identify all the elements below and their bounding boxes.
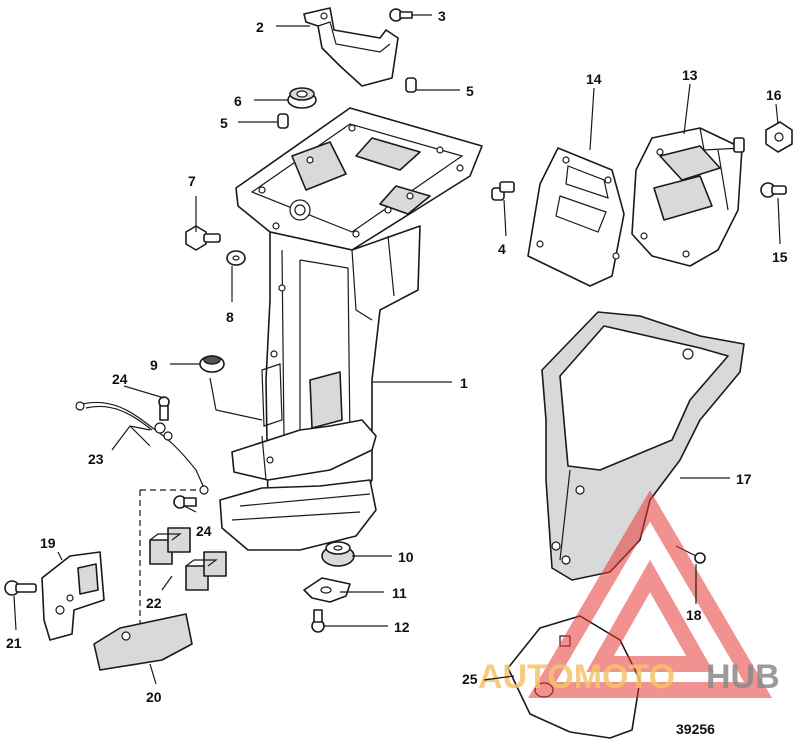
watermark-triangle-inner bbox=[586, 559, 714, 672]
part-14-gasket bbox=[527, 147, 625, 287]
callout-22: 22 bbox=[146, 595, 162, 611]
part-2-bracket bbox=[303, 7, 399, 87]
part-17-lower-cowl bbox=[541, 311, 745, 581]
part-12-screw bbox=[311, 609, 325, 633]
watermark-text-hub: HUB bbox=[706, 658, 780, 696]
callout-1: 1 bbox=[460, 375, 468, 391]
part-3-screw bbox=[389, 8, 413, 22]
callout-12: 12 bbox=[394, 619, 410, 635]
callout-15: 15 bbox=[772, 249, 788, 265]
part-15-bolt bbox=[760, 182, 787, 198]
part-20-trim-tab bbox=[93, 613, 193, 671]
callout-19: 19 bbox=[40, 535, 56, 551]
callout-20: 20 bbox=[146, 689, 162, 705]
part-13-exhaust-plate bbox=[631, 127, 745, 267]
diagram-id-label: 39256 bbox=[676, 721, 715, 737]
part-23-ground-wire bbox=[75, 401, 209, 495]
callouts: 2 3 6 5 5 7 8 9 1 24 23 24 4 14 13 16 15… bbox=[6, 8, 788, 705]
callout-16: 16 bbox=[766, 87, 782, 103]
callout-10: 10 bbox=[398, 549, 414, 565]
callout-21: 21 bbox=[6, 635, 22, 651]
callout-2: 2 bbox=[256, 19, 264, 35]
leader-lines bbox=[13, 14, 781, 685]
part-16-nut bbox=[765, 121, 793, 153]
part-8-washer bbox=[226, 250, 246, 266]
part-1-driveshaft-housing bbox=[219, 107, 483, 551]
part-19-bracket bbox=[41, 551, 105, 641]
part-7-bolt bbox=[185, 225, 221, 251]
part-24-screw-a bbox=[158, 396, 170, 421]
part-22-anode-blocks bbox=[149, 527, 227, 591]
callout-11: 11 bbox=[392, 585, 407, 601]
part-5-dowel-pin-b bbox=[405, 77, 417, 93]
callout-25: 25 bbox=[462, 671, 478, 687]
callout-9: 9 bbox=[150, 357, 158, 373]
part-5-dowel-pin-a bbox=[277, 113, 289, 129]
callout-23: 23 bbox=[88, 451, 104, 467]
callout-14: 14 bbox=[586, 71, 602, 87]
callout-6: 6 bbox=[234, 93, 242, 109]
watermark: AUTOMOTO HUB bbox=[478, 490, 780, 698]
part-21-bolt bbox=[4, 580, 37, 596]
callout-24-top: 24 bbox=[112, 371, 128, 387]
callout-5-right: 5 bbox=[466, 83, 474, 99]
callout-4: 4 bbox=[498, 241, 506, 257]
part-11-retainer bbox=[303, 577, 351, 603]
callout-8: 8 bbox=[226, 309, 234, 325]
part-24-screw-b bbox=[173, 495, 197, 509]
callout-7: 7 bbox=[188, 173, 196, 189]
part-4-screw bbox=[491, 181, 515, 201]
part-6-grommet bbox=[287, 87, 317, 109]
callout-5-left: 5 bbox=[220, 115, 228, 131]
callout-18: 18 bbox=[686, 607, 702, 623]
part-10-rubber-mount bbox=[321, 541, 355, 567]
callout-3: 3 bbox=[438, 8, 446, 24]
callout-13: 13 bbox=[682, 67, 698, 83]
callout-17: 17 bbox=[736, 471, 752, 487]
watermark-triangle bbox=[528, 490, 772, 698]
callout-24-bottom: 24 bbox=[196, 523, 212, 539]
part-9-plug bbox=[199, 355, 225, 373]
